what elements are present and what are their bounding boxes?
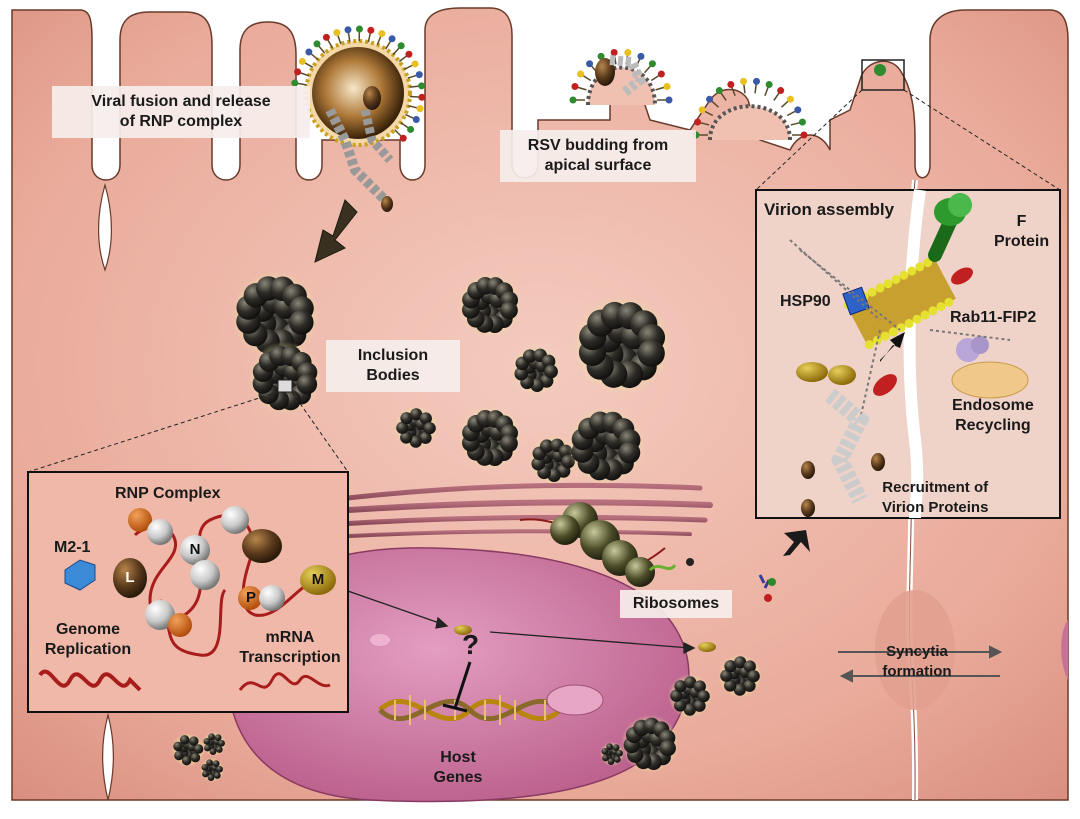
label-f-protein-line2: Protein	[994, 232, 1049, 252]
label-ribosomes: Ribosomes	[620, 590, 732, 618]
label-inclusion-line1: Inclusion	[336, 346, 450, 366]
label-rnp-complex: RNP Complex	[115, 484, 221, 504]
inclusion-body	[718, 654, 762, 698]
label-genome-line2: Replication	[30, 640, 146, 660]
label-genome-replication: Genome Replication	[30, 620, 146, 660]
label-host-genes-line2: Genes	[428, 768, 488, 788]
label-rab11-fip2: Rab11-FIP2	[950, 308, 1036, 328]
label-recruitment-line2: Virion Proteins	[882, 498, 988, 518]
label-genome-line1: Genome	[30, 620, 146, 640]
label-inclusion-line2: Bodies	[336, 366, 450, 386]
label-question: ?	[462, 635, 479, 655]
inclusion-body	[567, 407, 645, 485]
inclusion-body	[200, 758, 224, 782]
label-f-protein-line1: F	[994, 212, 1049, 232]
zoom-f-protein	[874, 64, 886, 76]
inclusion-body	[171, 733, 205, 767]
label-viral-fusion: Viral fusion and release of RNP complex	[52, 86, 310, 138]
inclusion-body	[394, 406, 438, 450]
inclusion-body	[248, 341, 321, 414]
label-syncytia: Syncytia formation	[862, 642, 972, 682]
label-virion-assembly: Virion assembly	[764, 200, 894, 220]
zoom-box-inclusion	[278, 380, 292, 392]
label-hsp90: HSP90	[780, 292, 831, 312]
label-mrna-line1: mRNA	[228, 628, 352, 648]
label-l: L	[124, 569, 136, 586]
label-recruitment: Recruitment of Virion Proteins	[882, 478, 988, 518]
label-recruitment-line1: Recruitment of	[882, 478, 988, 498]
label-n: N	[189, 541, 201, 558]
label-rsv-budding-line1: RSV budding from	[510, 136, 686, 156]
inclusion-body	[668, 674, 712, 718]
label-m: M	[311, 571, 325, 588]
label-mrna-line2: Transcription	[228, 648, 352, 668]
inclusion-body	[202, 732, 226, 756]
label-rsv-budding-line2: apical surface	[510, 156, 686, 176]
label-mrna-transcription: mRNA Transcription	[228, 628, 352, 668]
inclusion-body	[512, 346, 561, 395]
label-host-genes-line1: Host	[428, 748, 488, 768]
label-viral-fusion-line2: of RNP complex	[62, 112, 300, 132]
inclusion-body	[573, 296, 671, 394]
label-inclusion-bodies: Inclusion Bodies	[326, 340, 460, 392]
label-p: P	[245, 589, 257, 606]
label-syncytia-line1: Syncytia	[862, 642, 972, 662]
label-endosome-line1: Endosome	[952, 396, 1034, 416]
nuclear-pore	[370, 634, 390, 646]
label-rsv-budding: RSV budding from apical surface	[500, 130, 696, 182]
inclusion-body	[458, 406, 521, 469]
inclusion-body	[621, 715, 680, 774]
m-protein-cytoplasm	[698, 642, 716, 652]
label-host-genes: Host Genes	[428, 748, 488, 788]
label-syncytia-line2: formation	[862, 662, 972, 682]
label-viral-fusion-line1: Viral fusion and release	[62, 92, 300, 112]
label-endosome-recycling: Endosome Recycling	[952, 396, 1034, 436]
inclusion-body	[600, 742, 624, 766]
label-f-protein: F Protein	[994, 212, 1049, 252]
inclusion-body	[458, 273, 521, 336]
label-m2-1: M2-1	[54, 538, 90, 558]
label-endosome-line2: Recycling	[952, 416, 1034, 436]
rnp-complex-panel	[28, 472, 348, 712]
